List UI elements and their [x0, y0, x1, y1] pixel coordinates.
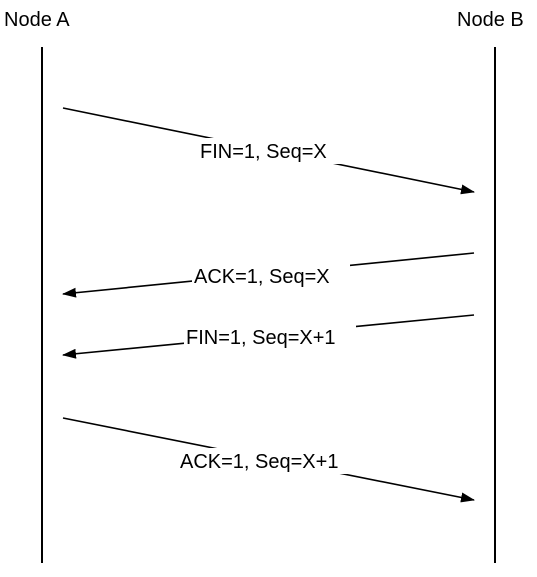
node-b-label: Node B	[457, 9, 524, 31]
message-ack-a-to-b: ACK=1, Seq=X+1	[62, 417, 475, 503]
message-3-label-bg	[184, 324, 356, 350]
message-3-label: FIN=1, Seq=X+1	[186, 327, 336, 349]
message-4-label: ACK=1, Seq=X+1	[180, 451, 338, 473]
node-a-label: Node A	[4, 9, 70, 31]
message-fin-b-to-a: FIN=1, Seq=X+1	[62, 314, 475, 359]
message-1-label: FIN=1, Seq=X	[200, 141, 327, 163]
message-2-label: ACK=1, Seq=X	[194, 266, 330, 288]
message-fin-a-to-b: FIN=1, Seq=X	[62, 107, 475, 195]
message-2-label-bg	[192, 263, 350, 289]
message-ack-b-to-a: ACK=1, Seq=X	[62, 252, 475, 298]
message-4-label-bg	[178, 448, 362, 474]
message-1-label-bg	[198, 138, 348, 164]
